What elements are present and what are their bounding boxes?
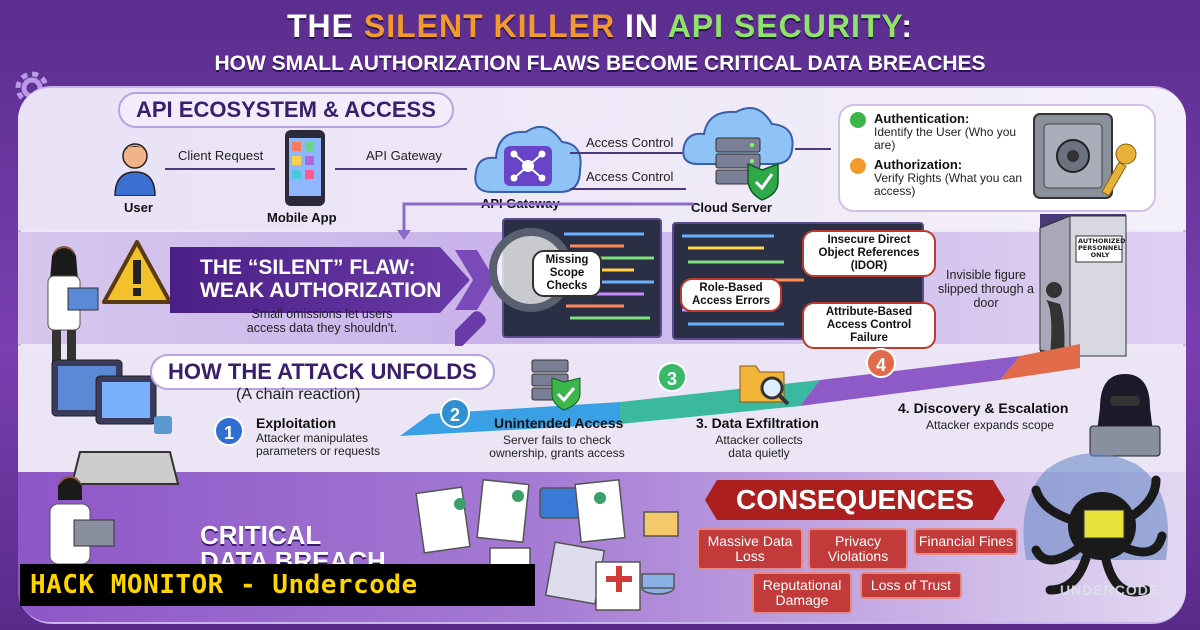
missing-scope-checks-label: Missing Scope Checks — [532, 250, 602, 297]
green-dot-icon — [850, 112, 866, 128]
step-4-title: 4. Discovery & Escalation — [898, 400, 1069, 416]
undercode-logo: UNDERCODE — [1060, 582, 1160, 598]
hacker-icon — [1089, 374, 1161, 457]
step-4-desc: Attacker expands scope — [926, 418, 1055, 432]
cloud-server-label: Cloud Server — [691, 200, 772, 215]
step-1-desc: Attacker manipulates parameters or reque… — [256, 431, 381, 458]
attack-subheading: (A chain reaction) — [236, 386, 361, 403]
client-request-label: Client Request — [178, 148, 264, 163]
step-2-title: Unintended Access — [494, 415, 624, 431]
keyboard-icon — [70, 451, 180, 485]
consequence-item: Privacy Violations — [808, 528, 908, 570]
step-3-badge: 3 — [657, 362, 687, 392]
workstation-icon — [51, 359, 172, 434]
consequence-item: Loss of Trust — [860, 572, 962, 599]
page-title: THE SILENT KILLER IN API SECURITY: — [286, 8, 913, 44]
mobile-app-icon — [285, 130, 325, 206]
api-gateway-icon — [474, 125, 582, 193]
authorization-title: Authorization: — [874, 157, 963, 172]
step-2-desc: Server fails to check ownership, grants … — [489, 433, 625, 460]
step-3-title: 3. Data Exfiltration — [696, 415, 819, 431]
warning-icon — [102, 240, 172, 304]
step-4-badge: 4 — [866, 348, 896, 378]
server-shield-icon — [531, 359, 581, 411]
arrow — [570, 152, 686, 154]
authorization-desc: Verify Rights (What you can access) — [874, 171, 1023, 198]
folder-search-icon — [739, 365, 790, 406]
step-1-title: Exploitation — [256, 415, 337, 431]
arrow — [397, 202, 694, 240]
safe-icon — [1033, 113, 1137, 199]
user-icon — [114, 143, 156, 196]
arrow — [795, 148, 831, 150]
rbac-label: Role-Based Access Errors — [680, 278, 782, 312]
arrow — [335, 168, 467, 170]
arrow — [165, 168, 275, 170]
consequences-heading: CONSEQUENCES — [705, 480, 1005, 520]
abac-label: Attribute-Based Access Control Failure — [802, 302, 936, 349]
api-gateway-arrow-label: API Gateway — [366, 148, 442, 163]
flaw-heading: THE “SILENT” FLAW: WEAK AUTHORIZATION — [170, 247, 470, 313]
flaw-desc: Small omissions let users access data th… — [246, 307, 398, 335]
invisible-figure-label: Invisible figure slipped through a door — [938, 268, 1034, 310]
authentication-title: Authentication: — [874, 111, 970, 126]
step-3-desc: Attacker collects data quietly — [715, 433, 803, 460]
access-control-label-1: Access Control — [586, 135, 674, 150]
consequence-item: Massive Data Loss — [697, 528, 803, 570]
analyst-figure-icon — [47, 246, 99, 370]
step-2-badge: 2 — [440, 398, 470, 428]
cloud-server-icon — [682, 107, 794, 201]
documents-icon — [415, 478, 679, 611]
ecosystem-heading: API ECOSYSTEM & ACCESS — [118, 92, 454, 128]
door-icon — [1039, 214, 1127, 357]
door-sign: AUTHORIZED PERSONNEL ONLY — [1078, 237, 1126, 259]
analyst-laptop-icon — [49, 476, 115, 565]
attack-heading: HOW THE ATTACK UNFOLDS — [150, 354, 495, 390]
idor-label: Insecure Direct Object References (IDOR) — [802, 230, 936, 277]
consequence-item: Financial Fines — [914, 528, 1018, 555]
authentication-desc: Identify the User (Who you are) — [874, 125, 1017, 152]
step-1-badge: 1 — [214, 416, 244, 446]
access-control-label-2: Access Control — [586, 169, 674, 184]
mobile-app-label: Mobile App — [267, 210, 337, 225]
octopus-monster-icon — [1023, 453, 1168, 597]
page-subtitle: HOW SMALL AUTHORIZATION FLAWS BECOME CRI… — [214, 52, 986, 75]
user-label: User — [124, 200, 153, 215]
consequence-item: Reputational Damage — [752, 572, 852, 614]
hack-monitor-banner: HACK MONITOR - Undercode — [20, 564, 535, 606]
arrow — [570, 188, 686, 190]
orange-dot-icon — [850, 158, 866, 174]
